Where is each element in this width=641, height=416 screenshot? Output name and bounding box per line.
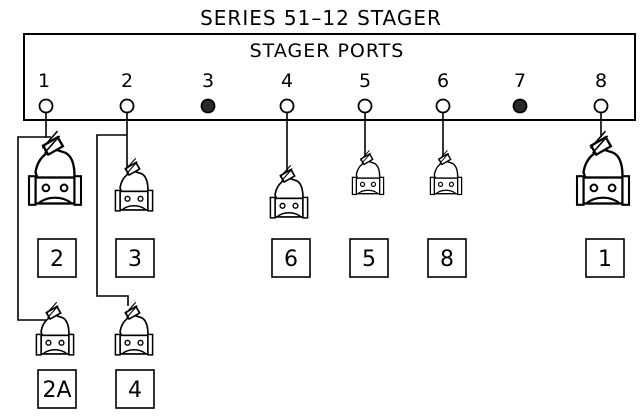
zone-box: [349, 238, 389, 278]
zone-valve-icon: [114, 301, 154, 356]
zone-box: [115, 369, 155, 409]
zone-valve-icon: [27, 130, 83, 206]
zone-valve-icon: [35, 301, 75, 356]
zone-label: 2A: [42, 378, 71, 403]
zone-valve-icon: [114, 157, 154, 212]
port-5-circle: [357, 98, 373, 114]
zone-label: 5: [362, 247, 376, 272]
zone-box: [37, 369, 77, 409]
zone-label: 2: [50, 247, 64, 272]
port-6-label: 6: [437, 70, 449, 92]
port-2-circle: [119, 98, 135, 114]
series-title: SERIES 51–12 STAGER: [200, 6, 442, 30]
port-1-label: 1: [38, 70, 50, 92]
zone-label: 1: [598, 247, 612, 272]
zone-label: 3: [128, 247, 142, 272]
zone-box: [37, 238, 77, 278]
port-2-label: 2: [121, 70, 133, 92]
port-3-label: 3: [202, 70, 214, 92]
tube-port-2-zone-4: [96, 134, 129, 306]
port-5-label: 5: [359, 70, 371, 92]
zone-label: 8: [440, 247, 454, 272]
zone-valve-icon: [429, 149, 463, 196]
port-4-circle: [279, 98, 295, 114]
zone-label: 4: [128, 378, 142, 403]
zone-box: [115, 238, 155, 278]
stager-ports-label: STAGER PORTS: [250, 40, 405, 62]
zone-label: 6: [284, 247, 298, 272]
zone-box: [427, 238, 467, 278]
tubing-lines: [17, 113, 602, 321]
zone-valve-icon: [575, 130, 631, 206]
port-3-circle: [200, 98, 216, 114]
zone-box: [585, 238, 625, 278]
tube-port-1-zone-2a: [17, 136, 46, 321]
zone-box: [271, 238, 311, 278]
port-7-circle: [512, 98, 528, 114]
port-8-circle: [593, 98, 609, 114]
port-8-label: 8: [595, 70, 607, 92]
port-6-circle: [435, 98, 451, 114]
zone-valve-icon: [269, 164, 309, 219]
port-4-label: 4: [281, 70, 293, 92]
port-1-circle: [38, 98, 54, 114]
zone-valve-icon: [351, 149, 385, 196]
port-7-label: 7: [514, 70, 526, 92]
